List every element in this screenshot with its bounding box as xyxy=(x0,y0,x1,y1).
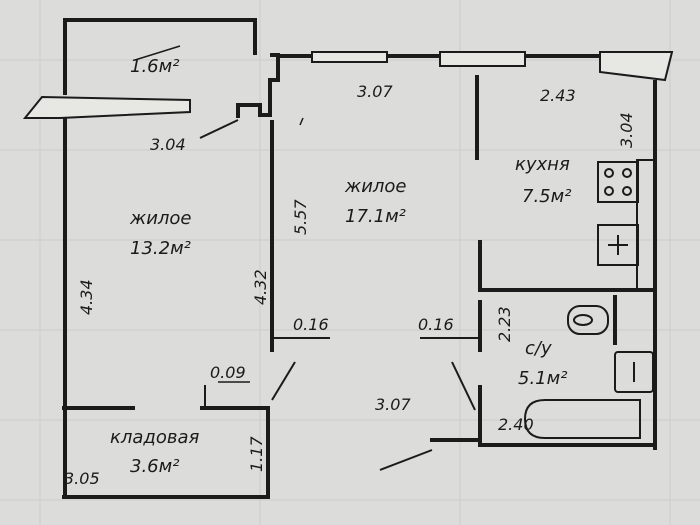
dim-door-center-jamb: 0.16 xyxy=(418,315,454,334)
washbasin-icon xyxy=(614,351,654,393)
dim-storage-vertical: 1.17 xyxy=(247,436,266,472)
dim-left-room-right-vertical: 4.32 xyxy=(251,269,270,305)
living-center-area: 17.1м² xyxy=(345,206,406,227)
dim-center-left-vertical: 5.57 xyxy=(291,199,310,235)
window-top-3 xyxy=(599,51,674,82)
kitchen-area: 7.5м² xyxy=(522,186,571,207)
bathtub-icon xyxy=(523,399,641,439)
door-center-room xyxy=(451,361,476,411)
living-center-name: жилое xyxy=(344,176,407,197)
bathroom-wall-2 xyxy=(478,385,655,447)
storage-area: 3.6м² xyxy=(130,456,179,477)
dim-top-center: 3.07 xyxy=(357,82,393,101)
storage-name: кладовая xyxy=(110,427,200,448)
door-balcony xyxy=(199,119,239,139)
dim-storage-width: 3.05 xyxy=(64,469,100,488)
balcony-wall xyxy=(63,18,257,95)
bathroom-area: 5.1м² xyxy=(518,368,567,389)
window-top-2 xyxy=(439,51,526,67)
dim-door-left-jamb: 0.16 xyxy=(293,315,329,334)
dim-bathroom-vertical: 2.23 xyxy=(495,306,514,342)
counter xyxy=(636,159,656,291)
window-top-1 xyxy=(311,51,388,63)
door-entrance xyxy=(379,449,433,471)
kitchen-name: кухня xyxy=(515,154,570,175)
dimension-lines xyxy=(134,45,304,383)
door-left-room xyxy=(271,361,296,401)
dim-left-room-vertical: 4.34 xyxy=(77,279,96,315)
dimension-labels: 3.07 2.43 3.04 3.04 5.57 4.32 4.34 0.16 … xyxy=(64,82,636,488)
dim-storage-jamb: 0.09 xyxy=(210,363,246,382)
bathroom-name: с/у xyxy=(525,338,552,359)
dim-balcony-door: 3.04 xyxy=(150,135,186,154)
dim-top-kitchen: 2.43 xyxy=(540,86,576,105)
dim-kitchen-right: 3.04 xyxy=(617,112,636,148)
kitchen-fixtures xyxy=(597,159,656,291)
storage-wall-2 xyxy=(62,406,270,499)
walls xyxy=(62,18,657,499)
living-left-area: 13.2м² xyxy=(130,238,191,259)
stove-icon xyxy=(597,161,639,203)
living-left-name: жилое xyxy=(129,208,192,229)
living-left-right-wall xyxy=(236,53,280,118)
toilet-tank-icon xyxy=(567,305,609,335)
bathroom-fixtures xyxy=(523,305,654,439)
doors xyxy=(199,119,476,471)
dim-bathroom-width: 2.40 xyxy=(498,415,534,434)
windows xyxy=(22,51,674,119)
balcony-area: 1.6м² xyxy=(130,56,179,77)
window-left xyxy=(22,95,191,119)
dim-corridor: 3.07 xyxy=(375,395,411,414)
room-labels: 1.6м² жилое 13.2м² жилое 17.1м² кухня 7.… xyxy=(110,56,571,477)
